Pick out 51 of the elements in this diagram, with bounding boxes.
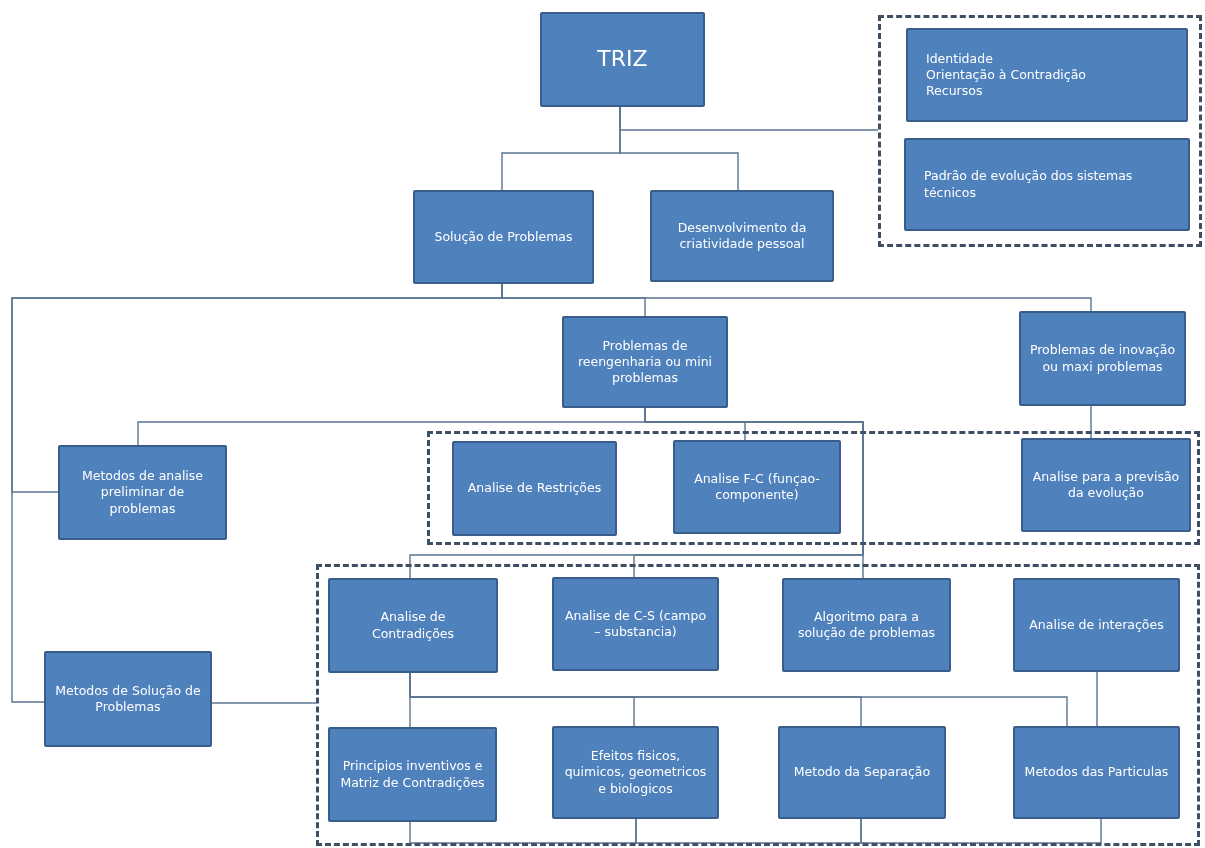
process-box	[552, 726, 719, 819]
process-box	[778, 726, 946, 819]
process-box	[904, 138, 1190, 231]
box-label: Orientação à Contradição	[926, 66, 1086, 84]
process-box	[44, 651, 212, 747]
process-box	[1019, 311, 1186, 406]
box-label: Recursos	[926, 83, 983, 100]
process-box	[540, 12, 705, 107]
connector-line	[860, 818, 1102, 844]
process-box	[452, 441, 617, 536]
box-label: Solução de Problemas	[434, 228, 573, 246]
dashed-group-frame	[427, 431, 1200, 545]
connector-line	[1090, 405, 1092, 439]
box-label: Metodos de Solução de Problemas	[54, 682, 202, 716]
box-label: Metodos das Particulas	[1024, 764, 1169, 781]
process-box	[906, 28, 1188, 122]
box-label: Analise para a previsão da evolução	[1031, 468, 1181, 502]
dashed-group-frame	[878, 15, 1202, 247]
box-label: Padrão de evolução dos sistemas técnicos	[924, 168, 1134, 201]
box-label: Analise de C-S (campo – substancia)	[563, 607, 708, 641]
box-label: Analise de Restrições	[467, 480, 602, 497]
process-box	[58, 445, 227, 540]
process-box	[328, 727, 497, 822]
box-label: Identidade	[926, 50, 993, 67]
box-label: Problemas de reengenharia ou mini problemas	[576, 337, 714, 387]
box-label: Algoritmo para a solução de problemas	[796, 608, 937, 642]
box-label: Metodo da Separação	[793, 764, 931, 781]
process-box	[1013, 726, 1180, 819]
process-box	[413, 190, 594, 284]
process-box	[1013, 578, 1180, 672]
connector-line	[1096, 671, 1098, 727]
process-box	[650, 190, 834, 282]
process-box	[673, 440, 841, 534]
connector-line	[211, 702, 317, 704]
box-label: TRIZ	[597, 45, 648, 74]
box-label: Analise de Contradições	[370, 609, 456, 642]
box-label: Metodos de analise preliminar de problemas	[80, 468, 205, 517]
connector-line	[619, 106, 879, 131]
box-label: Analise F-C (funçao-componente)	[693, 470, 821, 504]
box-label: Efeitos fisicos, quimicos, geometricos e biologicos	[563, 748, 708, 797]
process-box	[782, 578, 951, 672]
process-box	[1021, 438, 1191, 532]
box-label: Analise de interações	[1029, 616, 1164, 634]
process-box	[328, 578, 498, 673]
process-box	[552, 577, 719, 671]
process-box	[562, 316, 728, 408]
connector-line	[635, 818, 862, 844]
box-label: Problemas de inovação ou maxi problemas	[1029, 342, 1176, 375]
box-label: Principios inventivos e Matriz de Contradições	[339, 758, 486, 791]
box-label: Desenvolvimento da criatividade pessoal	[676, 219, 808, 253]
dashed-group-frame	[316, 564, 1200, 846]
